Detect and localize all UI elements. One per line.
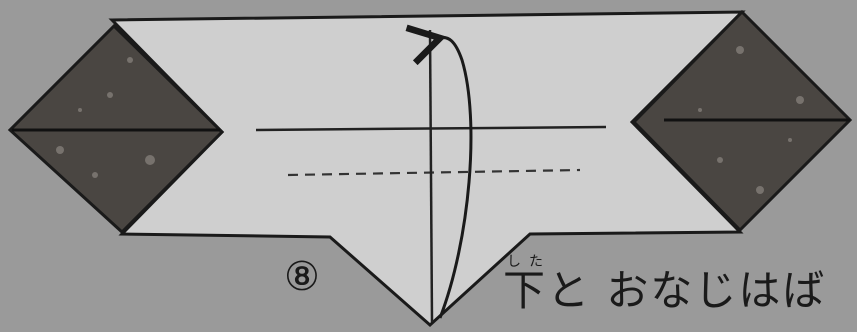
right-flap-texture [698,46,804,194]
valley-fold-dashed-line [287,168,581,177]
caption-ruby: 下した [503,254,548,315]
fold-up-arrow [440,38,473,319]
center-vertical-line [428,29,434,323]
instruction-caption: 下したと おなじはば [503,254,826,313]
step-number: ⑧ [284,254,320,300]
caption-text: と おなじはば [547,266,827,315]
left-flap-texture [56,57,155,178]
caption-ruby-base: 下 [503,266,548,315]
caption-ruby-reading: した [503,254,548,270]
